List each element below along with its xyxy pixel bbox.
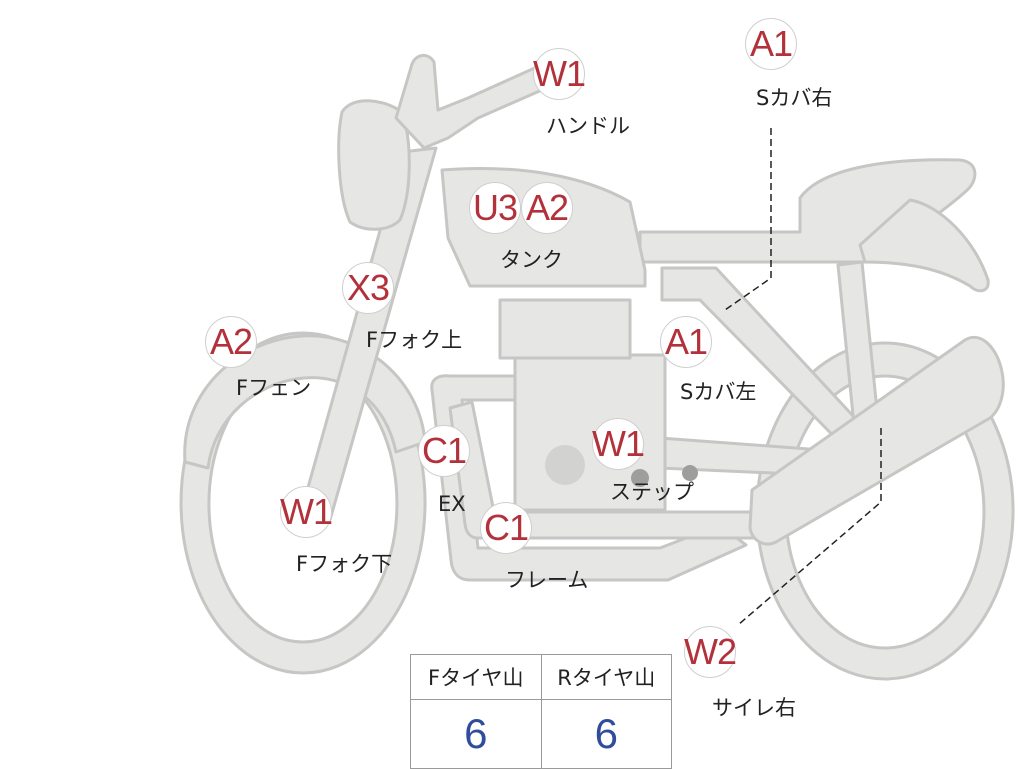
label-s-cover-left: Sカバ左 [680, 380, 757, 404]
marker-f-fork-lower[interactable]: W1 [280, 486, 333, 538]
header-rear-tire: Rタイヤ山 [540, 654, 672, 700]
value-front-tire: 6 [410, 699, 542, 769]
marker-f-fender[interactable]: A2 [205, 316, 257, 368]
marker-tank-a[interactable]: A2 [521, 182, 573, 234]
value-rear-tire: 6 [540, 699, 672, 769]
marker-s-cover-right[interactable]: A1 [745, 18, 797, 70]
label-exhaust: EX [438, 492, 466, 516]
engine-cylinder [498, 298, 632, 360]
label-handle: ハンドル [546, 114, 630, 138]
headlight [337, 99, 411, 231]
tire-table-header-row: Fタイヤ山 Rタイヤ山 [410, 654, 672, 700]
header-front-tire: Fタイヤ山 [410, 654, 542, 700]
leader-line-s-cover-right [724, 128, 772, 311]
handlebar [394, 54, 562, 150]
marker-tank-u[interactable]: U3 [469, 182, 521, 234]
marker-s-cover-left[interactable]: A1 [660, 316, 712, 368]
rear-fender [858, 198, 990, 293]
silencer [748, 335, 1005, 546]
step-peg-right [682, 465, 698, 481]
label-silencer-right: サイレ右 [712, 696, 796, 720]
label-tank: タンク [500, 248, 563, 272]
marker-exhaust[interactable]: C1 [418, 425, 470, 477]
label-f-fork-lower: Fフォク下 [296, 552, 393, 576]
leader-line-silencer [737, 428, 882, 626]
tire-tread-table: Fタイヤ山 Rタイヤ山 6 6 [410, 654, 672, 769]
engine-cover [545, 445, 585, 485]
marker-silencer-right[interactable]: W2 [684, 626, 737, 678]
marker-frame[interactable]: C1 [480, 502, 532, 554]
tire-table-value-row: 6 6 [410, 699, 672, 769]
label-f-fender: Fフェン [236, 376, 312, 400]
marker-step[interactable]: W1 [592, 418, 645, 470]
label-frame: フレーム [505, 568, 589, 592]
step-peg-left [631, 469, 649, 487]
label-step: ステップ [610, 480, 694, 504]
marker-handle[interactable]: W1 [533, 48, 586, 100]
label-f-fork-upper: Fフォク上 [366, 328, 463, 352]
frame-loop [430, 374, 748, 582]
marker-f-fork-upper[interactable]: X3 [342, 262, 394, 314]
label-s-cover-right: Sカバ右 [756, 86, 833, 110]
